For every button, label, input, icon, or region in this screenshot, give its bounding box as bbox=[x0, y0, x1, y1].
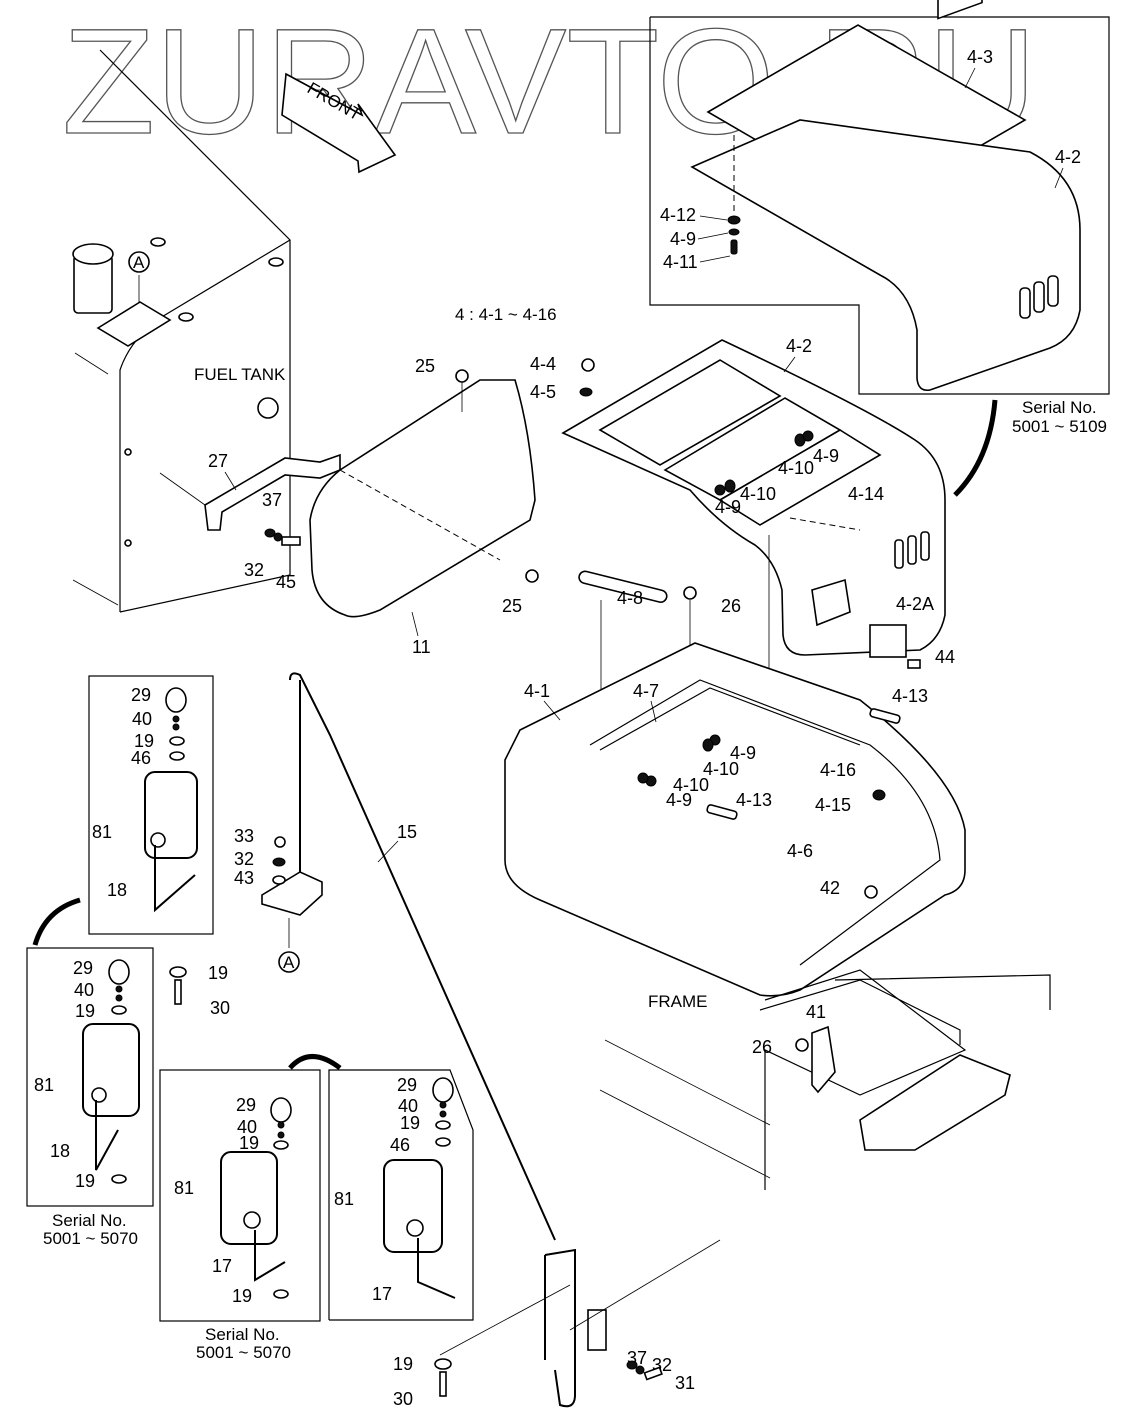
inset-mirror-bottom-right: 29 40 19 46 81 17 bbox=[328, 1069, 474, 1321]
serial-caption-line1: Serial No. bbox=[205, 1325, 280, 1344]
callout-46: 46 bbox=[131, 748, 151, 768]
callout-19: 19 bbox=[239, 1133, 259, 1153]
callout-4-3: 4-3 bbox=[967, 47, 993, 67]
callout-81: 81 bbox=[92, 822, 112, 842]
callout-4-14: 4-14 bbox=[848, 484, 884, 504]
callout-4-2: 4-2 bbox=[1055, 147, 1081, 167]
callout-30-b: 30 bbox=[393, 1389, 413, 1409]
callout-19-a: 19 bbox=[208, 963, 228, 983]
callout-4-16: 4-16 bbox=[820, 760, 856, 780]
cover-frame-4-1: 4-1 4-7 4-13 4-9 4-10 4-10 4-9 4-13 4-16… bbox=[504, 642, 966, 997]
callout-25-bottom: 25 bbox=[502, 596, 522, 616]
callout-4-15: 4-15 bbox=[815, 795, 851, 815]
callout-4-9-b: 4-9 bbox=[715, 497, 741, 517]
serial-caption-line2: 5001 ~ 5070 bbox=[196, 1343, 291, 1362]
hood-4-2-inset bbox=[690, 119, 1081, 392]
callout-43: 43 bbox=[234, 868, 254, 888]
callout-19: 19 bbox=[75, 1001, 95, 1021]
callout-37: 37 bbox=[262, 490, 282, 510]
fuel-tank-label: FUEL TANK bbox=[194, 365, 286, 384]
callout-29: 29 bbox=[236, 1095, 256, 1115]
callout-11: 11 bbox=[412, 637, 431, 657]
callout-4-10-b: 4-10 bbox=[740, 484, 776, 504]
callout-4-7: 4-7 bbox=[633, 681, 659, 701]
side-cover-11: 25 25 11 bbox=[309, 356, 539, 657]
callout-4-13-b: 4-13 bbox=[736, 790, 772, 810]
callout-19-lower: 19 bbox=[232, 1286, 252, 1306]
callout-26-bottom: 26 bbox=[752, 1037, 772, 1057]
mirror-stay-15: 15 A 33 32 43 19 30 37 32 31 19 30 bbox=[169, 672, 721, 1409]
group-note: 4 : 4-1 ~ 4-16 bbox=[455, 305, 557, 324]
callout-42: 42 bbox=[820, 878, 840, 898]
callout-31: 31 bbox=[675, 1373, 695, 1393]
inset-mirror-left: 29 40 19 46 81 18 bbox=[32, 675, 214, 946]
callout-26-top: 26 bbox=[721, 596, 741, 616]
inset-serial-5001-5109: 4-3 4-2 4-12 4-9 4-11 Serial No. 5001 ~ … bbox=[649, 0, 1110, 497]
callout-4-9: 4-9 bbox=[670, 229, 696, 249]
callout-4-9-a: 4-9 bbox=[813, 446, 839, 466]
callout-4-4: 4-4 bbox=[530, 354, 556, 374]
callout-40: 40 bbox=[237, 1117, 257, 1137]
callout-27: 27 bbox=[208, 451, 228, 471]
callout-46: 46 bbox=[390, 1135, 410, 1155]
callout-4-11: 4-11 bbox=[663, 252, 698, 272]
serial-caption-line2: 5001 ~ 5070 bbox=[43, 1229, 138, 1248]
callout-19: 19 bbox=[400, 1113, 420, 1133]
callout-32-b: 32 bbox=[234, 849, 254, 869]
callout-19-lower: 19 bbox=[75, 1171, 95, 1191]
callout-18: 18 bbox=[50, 1141, 70, 1161]
callout-29: 29 bbox=[131, 685, 151, 705]
ref-marker-a-lower: A bbox=[283, 953, 295, 972]
callout-4-10-c: 4-10 bbox=[703, 759, 739, 779]
serial-caption-line1: Serial No. bbox=[1022, 398, 1097, 417]
serial-caption-line2: 5001 ~ 5109 bbox=[1012, 417, 1107, 436]
callout-45: 45 bbox=[276, 572, 296, 592]
callout-4-9-d: 4-9 bbox=[666, 790, 692, 810]
callout-81: 81 bbox=[34, 1075, 54, 1095]
frame-label: FRAME bbox=[648, 992, 708, 1011]
callout-25-top: 25 bbox=[415, 356, 435, 376]
callout-17: 17 bbox=[212, 1256, 232, 1276]
callout-4-10-a: 4-10 bbox=[778, 458, 814, 478]
callout-41: 41 bbox=[806, 1002, 826, 1022]
callout-19: 19 bbox=[134, 731, 154, 751]
callout-4-12: 4-12 bbox=[660, 205, 696, 225]
serial-caption-line1: Serial No. bbox=[52, 1211, 127, 1230]
inset-mirror-bottom-middle: 29 40 19 81 17 19 Serial No. 5001 ~ 5070 bbox=[159, 1054, 342, 1362]
callout-29: 29 bbox=[73, 958, 93, 978]
callout-33: 33 bbox=[234, 826, 254, 846]
callout-81: 81 bbox=[174, 1178, 194, 1198]
callout-4-2: 4-2 bbox=[786, 336, 812, 356]
callout-18: 18 bbox=[107, 880, 127, 900]
callout-4-5: 4-5 bbox=[530, 382, 556, 402]
callout-4-13-a: 4-13 bbox=[892, 686, 928, 706]
machine-frame: FRAME 41 26 bbox=[599, 969, 1051, 1190]
hood-4-2: 4-2 4-4 4-5 4-9 4-10 4-10 4-9 4-14 4-2A … bbox=[530, 336, 955, 669]
callout-44: 44 bbox=[935, 647, 955, 667]
callout-30-a: 30 bbox=[210, 998, 230, 1018]
callout-4-10-d: 4-10 bbox=[673, 775, 709, 795]
callout-40: 40 bbox=[132, 709, 152, 729]
fuel-tank: A FUEL TANK bbox=[72, 49, 291, 613]
callout-19-b: 19 bbox=[393, 1354, 413, 1374]
callout-4-2a: 4-2A bbox=[896, 594, 934, 614]
callout-81: 81 bbox=[334, 1189, 354, 1209]
callout-4-6: 4-6 bbox=[787, 841, 813, 861]
callout-40: 40 bbox=[398, 1096, 418, 1116]
ref-marker-a: A bbox=[133, 253, 145, 272]
callout-17: 17 bbox=[372, 1284, 392, 1304]
callout-32: 32 bbox=[244, 560, 264, 580]
callout-29: 29 bbox=[397, 1075, 417, 1095]
callout-40: 40 bbox=[74, 980, 94, 1000]
callout-4-1: 4-1 bbox=[524, 681, 550, 701]
bracket-27: 27 37 32 45 bbox=[159, 451, 341, 592]
inset-mirror-lower-left: 29 40 19 81 18 19 Serial No. 5001 ~ 5070 bbox=[26, 947, 154, 1248]
callout-15: 15 bbox=[397, 822, 417, 842]
callout-4-9-c: 4-9 bbox=[730, 743, 756, 763]
callout-4-8: 4-8 bbox=[617, 588, 643, 608]
